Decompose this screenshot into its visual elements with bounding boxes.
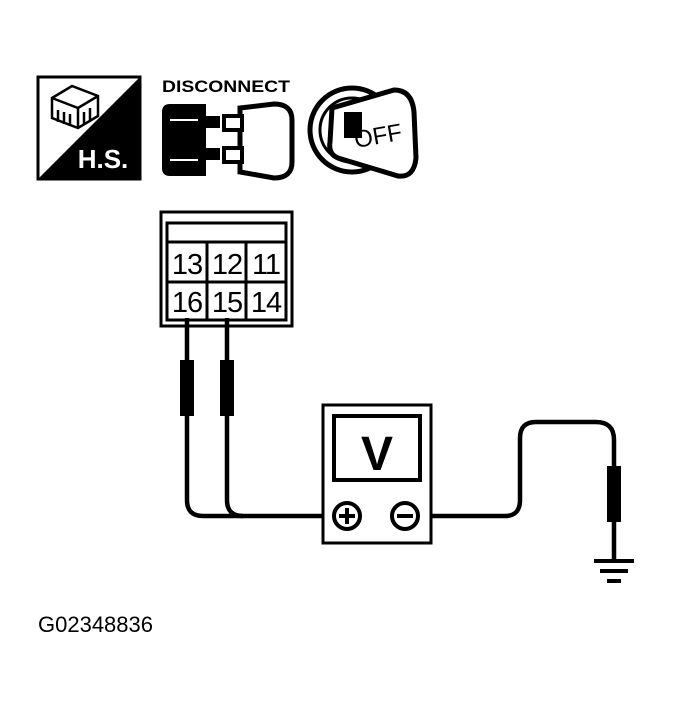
disconnect-label: DISCONNECT	[162, 77, 291, 96]
harness-side-label: H.S.	[78, 144, 129, 174]
voltmeter: V	[321, 403, 433, 545]
figure-reference-id: G02348836	[38, 612, 153, 637]
probe-wires	[184, 318, 617, 560]
terminal-13: 13	[172, 249, 202, 281]
terminal-12: 12	[212, 249, 242, 281]
terminal-11: 11	[252, 249, 280, 281]
harness-side-icon: H.S.	[36, 75, 142, 181]
connector-sketch-icon	[50, 84, 100, 130]
connector-block: 13 12 11 16 15 14	[159, 210, 294, 328]
probe-handle-ground	[607, 466, 621, 522]
terminal-14: 14	[251, 287, 282, 319]
disconnect-icon: DISCONNECT	[162, 77, 295, 181]
ground-icon	[594, 559, 634, 583]
voltmeter-unit-label: V	[361, 428, 393, 481]
probe-handle-right	[220, 360, 234, 416]
terminal-15: 15	[212, 287, 242, 319]
probe-handle-left	[180, 360, 194, 416]
ignition-key-off-icon: OFF	[307, 85, 419, 179]
terminal-16: 16	[172, 287, 202, 319]
